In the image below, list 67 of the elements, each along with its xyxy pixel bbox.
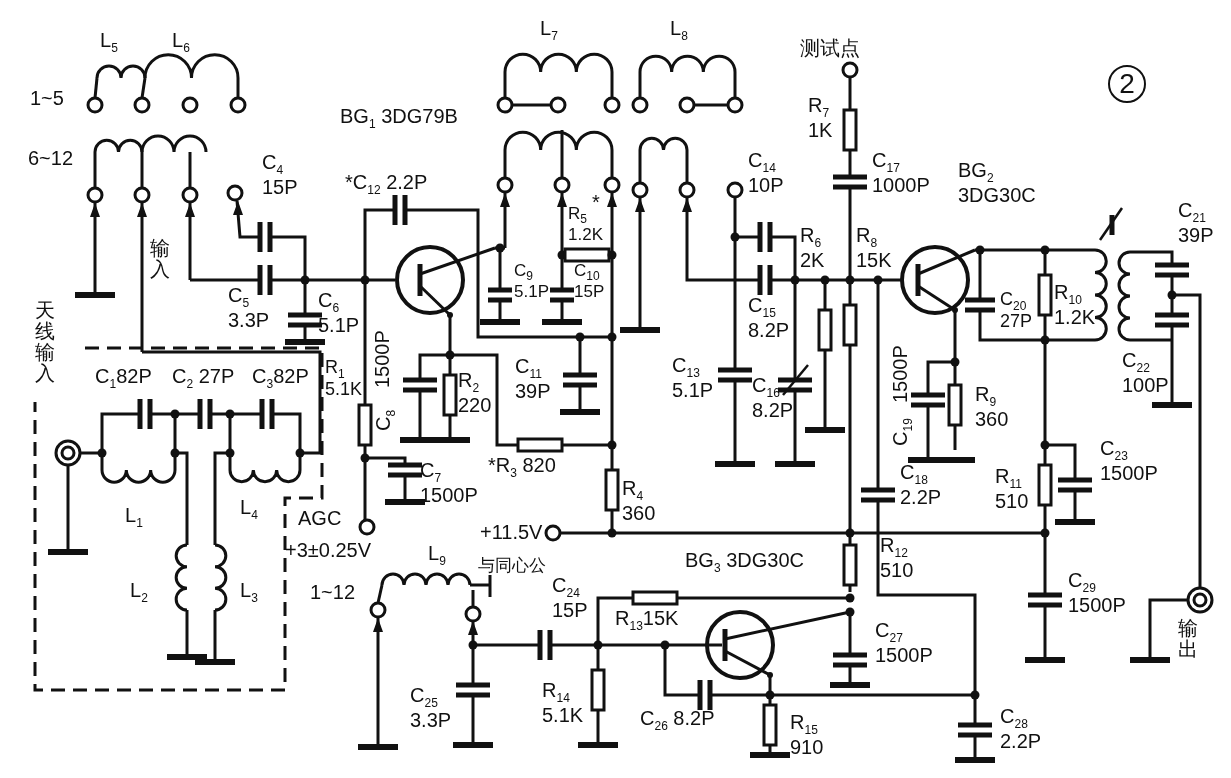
component-label: R$_{15}$ 910 (790, 712, 825, 758)
component-label: L$_{8}$ (670, 18, 688, 43)
component-label: C$_{29}$ 1500P (1068, 570, 1127, 616)
component-label: BG$_{1}$ 3DG79B (340, 106, 458, 131)
component-label: L$_{7}$ (540, 18, 558, 43)
component-label: C$_{25}$ 3.3P (410, 685, 450, 731)
component-label: +3±0.25V (285, 540, 372, 561)
component-label: C$_{14}$ 10P (748, 150, 785, 196)
component-label: L$_{3}$ (240, 580, 258, 605)
input-label: 输入 (150, 238, 171, 280)
component-label: R$_{4}$ 360 (622, 478, 657, 524)
component-label: C$_{21}$ 39P (1178, 200, 1215, 246)
component-label: C$_{2}$ 27P (172, 366, 235, 391)
component-label: L$_{9}$ (428, 543, 446, 568)
component-label: C$_{18}$ 2.2P (900, 462, 943, 508)
component-label: C$_{20}$ 27P (1000, 290, 1034, 332)
output-label: 输出 (1178, 618, 1199, 660)
component-label: C$_{7}$ 1500P (420, 460, 479, 506)
note-label: 与同心公 (478, 557, 546, 575)
component-label: *R$_{3}$ 820 (488, 455, 556, 480)
test-point-label: 测试点 (800, 38, 860, 59)
figure-number: 2 (1108, 65, 1146, 103)
component-label: +11.5V (480, 522, 543, 543)
component-label: R$_{7}$ 1K (808, 95, 834, 141)
component-label: R$_{13}$15K (615, 608, 679, 633)
component-label: C$_{3}$82P (252, 366, 309, 391)
component-label: C$_{17}$ 1000P (872, 150, 931, 196)
component-label: C$_{27}$ 1500P (875, 620, 934, 666)
component-label: C$_{5}$ 3.3P (228, 285, 271, 331)
component-label: C$_{22}$ 100P (1122, 350, 1170, 396)
component-label: BG$_{3}$ 3DG30C (685, 550, 804, 575)
component-label: C$_{15}$ 8.2P (748, 295, 791, 341)
component-label: R$_{8}$ 15K (856, 225, 892, 271)
component-label: R$_{14}$ 5.1K (542, 680, 585, 726)
component-label: 1500P (890, 345, 911, 403)
component-label: 1~5 (30, 88, 64, 109)
component-label: C$_{26}$ 8.2P (640, 708, 715, 733)
component-label: C$_{13}$ 5.1P (672, 355, 715, 401)
antenna-input-label: 天线输入 (35, 300, 56, 384)
component-label: C$_{23}$ 1500P (1100, 438, 1159, 484)
component-label: 6~12 (28, 148, 74, 169)
component-label: 1500P (372, 330, 393, 388)
component-label: C$_{6}$ 5.1P (318, 290, 361, 336)
component-label: *C$_{12}$ 2.2P (345, 172, 428, 197)
component-label: L$_{1}$ (125, 505, 143, 530)
component-label: C$_{9}$ 5.1P (514, 262, 550, 301)
component-label: BG$_{2}$ 3DG30C (958, 160, 1037, 206)
component-label: C$_{28}$ 2.2P (1000, 706, 1043, 752)
component-label: R$_{1}$ 5.1K (325, 358, 363, 400)
component-label: L$_{5}$ (100, 30, 118, 55)
component-label: R$_{11}$ 510 (995, 466, 1030, 512)
component-label: R$_{9}$ 360 (975, 384, 1010, 430)
component-label: C$_{4}$ 15P (262, 152, 299, 198)
component-label: L$_{6}$ (172, 30, 190, 55)
component-label: 1~12 (310, 582, 356, 603)
component-label: C$_{10}$ 15P (574, 262, 606, 301)
component-label: C$_{11}$ 39P (515, 356, 552, 402)
component-label: AGC (298, 508, 342, 529)
component-label: L$_{4}$ (240, 497, 258, 522)
component-label: R$_{6}$ 2K (800, 225, 826, 271)
component-label: R$_{10}$ 1.2K (1054, 282, 1096, 328)
component-label: C$_{1}$82P (95, 366, 152, 391)
component-label: L$_{2}$ (130, 580, 148, 605)
component-label: C$_{16}$ 8.2P (752, 375, 795, 421)
component-label: C$_{24}$ 15P (552, 575, 588, 621)
component-label: R$_{12}$ 510 (880, 535, 915, 581)
component-label: R$_{2}$ 220 (458, 370, 493, 416)
